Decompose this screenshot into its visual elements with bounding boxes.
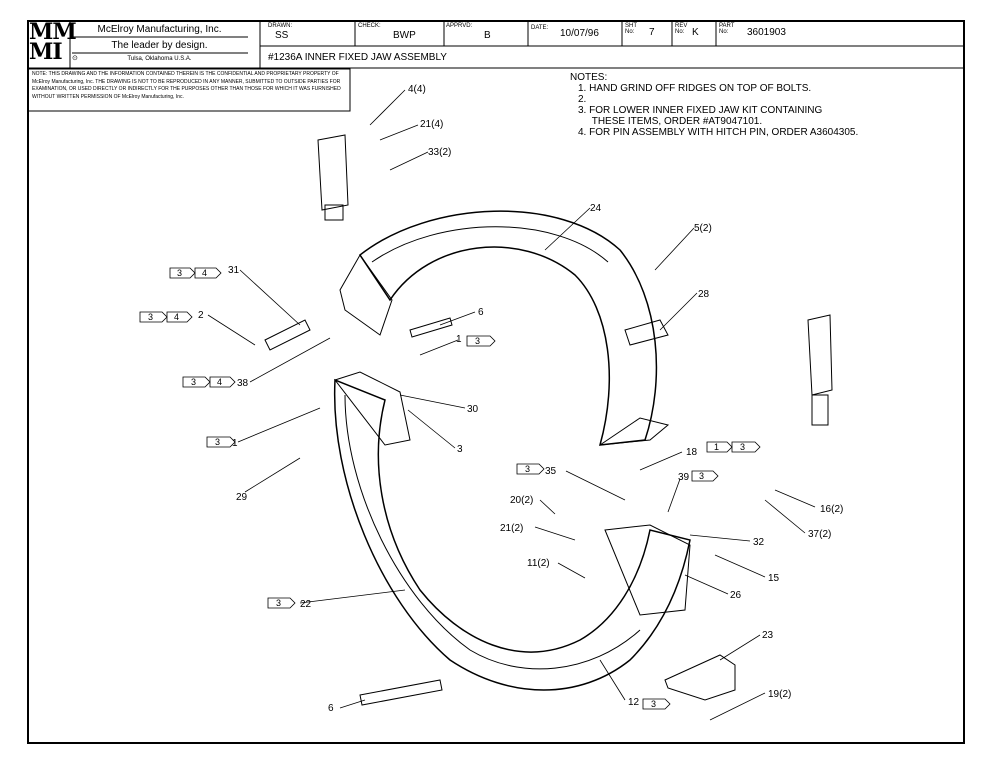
callout-item-23: 23 [762, 630, 774, 641]
company-name: McElroy Manufacturing, Inc. [97, 24, 222, 35]
part-label: PART No: [719, 23, 735, 35]
callout-item-21-lower: 21(2) [500, 523, 523, 534]
lower-jaw-end-block [604, 524, 691, 616]
rev-label: REV No: [675, 23, 688, 35]
lower-jaw-hinge-block [334, 371, 411, 446]
company-logo: MM MI [29, 19, 77, 66]
callout-item-5: 5(2) [694, 223, 712, 234]
note-flag-3: 3 [699, 471, 704, 481]
drawn-label: DRAWN: [268, 23, 293, 29]
note-flag-3: 3 [651, 699, 656, 709]
company-tagline: The leader by design. [111, 40, 208, 51]
logo-line-2: MI [29, 39, 63, 65]
date-value: 10/07/96 [560, 28, 599, 39]
callout-item-12: 12 [628, 697, 640, 708]
callout-item-19: 19(2) [768, 689, 791, 700]
apprvd-label: APPRVD: [446, 23, 473, 29]
note-flag-3: 3 [148, 312, 153, 322]
callout-item-20: 20(2) [510, 495, 533, 506]
callout-item-1-lower: 1 [232, 438, 238, 449]
note-flag-4: 4 [174, 312, 179, 322]
notes-block: NOTES: 1. HAND GRIND OFF RIDGES ON TOP O… [570, 72, 858, 138]
apprvd-value: B [484, 30, 491, 41]
note-flag-3: 3 [276, 598, 281, 608]
callout-item-24: 24 [590, 203, 602, 214]
callout-item-1-upper: 1 [456, 334, 462, 345]
bolt-6-upper [409, 317, 453, 338]
date-label: DATE: [531, 25, 549, 31]
lower-jaw-arc [333, 378, 691, 691]
callout-item-3: 3 [457, 444, 463, 455]
note-flag-4: 4 [217, 377, 222, 387]
note-flag-3: 3 [740, 442, 745, 452]
note-flags [139, 267, 761, 710]
callout-item-39: 39 [678, 472, 690, 483]
bracket-28 [624, 319, 669, 346]
cylinder-body-left [317, 134, 349, 211]
callout-item-29: 29 [236, 492, 248, 503]
upper-jaw-end-block [339, 254, 393, 336]
note-flag-1: 1 [714, 442, 719, 452]
note-item-3-cont: THESE ITEMS, ORDER #AT9047101. [578, 116, 763, 127]
note-flag-4: 4 [202, 268, 207, 278]
note-item-4: 4. FOR PIN ASSEMBLY WITH HITCH PIN, ORDE… [578, 127, 859, 138]
drawn-value: SS [275, 30, 289, 41]
callout-item-4: 4(4) [408, 84, 426, 95]
callout-item-35: 35 [545, 466, 557, 477]
callout-item-31: 31 [228, 265, 240, 276]
callout-item-2: 2 [198, 310, 204, 321]
cylinder-rod-end [324, 204, 344, 221]
callout-item-15: 15 [768, 573, 780, 584]
logo-line-1: MM [29, 19, 77, 45]
assembly-title: #1236A INNER FIXED JAW ASSEMBLY [268, 52, 447, 63]
lower-jaw-inner-edge [344, 394, 641, 670]
upper-jaw-arc [358, 210, 658, 446]
callout-item-38: 38 [237, 378, 249, 389]
leader-lines [207, 89, 816, 721]
note-flag-3: 3 [215, 437, 220, 447]
check-label: CHECK: [358, 23, 381, 29]
cylinder-rod-right [811, 394, 829, 426]
callout-item-6-lower: 6 [328, 703, 334, 714]
callout-item-28: 28 [698, 289, 710, 300]
callout-item-32: 32 [753, 537, 765, 548]
upper-jaw-inner-edge [371, 226, 609, 263]
callout-item-33: 33(2) [428, 147, 451, 158]
note-flag-3: 3 [525, 464, 530, 474]
cylinder-body-right [807, 314, 833, 396]
note-item-3: 3. FOR LOWER INNER FIXED JAW KIT CONTAIN… [578, 105, 823, 116]
sht-label: SHT No: [625, 23, 637, 35]
confidentiality-note: NOTE: THIS DRAWING AND THE INFORMATION C… [32, 71, 341, 100]
callout-item-18: 18 [686, 447, 698, 458]
callout-item-37: 37(2) [808, 529, 831, 540]
note-flag-3: 3 [177, 268, 182, 278]
company-location: Tulsa, Oklahoma U.S.A. [127, 56, 192, 62]
upper-jaw-end-lug [599, 417, 670, 446]
callout-item-26: 26 [730, 590, 742, 601]
callout-item-22: 22 [300, 599, 312, 610]
pin-31 [264, 319, 311, 351]
notes-header: NOTES: [570, 72, 608, 83]
drawing-frame [27, 20, 965, 744]
note-flag-3: 3 [191, 377, 196, 387]
check-value: BWP [393, 30, 416, 41]
plate-23 [664, 654, 736, 701]
callout-item-16: 16(2) [820, 504, 843, 515]
bolt-6-lower [359, 679, 443, 706]
rev-value: K [692, 27, 699, 38]
registered-mark-icon: ⊙ [72, 55, 78, 62]
callout-item-11: 11(2) [527, 558, 550, 569]
disclaimer-box [27, 68, 351, 112]
part-value: 3601903 [747, 27, 786, 38]
callout-item-21-top: 21(4) [420, 119, 443, 130]
note-item-2: 2. [578, 94, 587, 105]
sht-value: 7 [649, 27, 655, 38]
note-flag-3: 3 [475, 336, 480, 346]
note-item-1: 1. HAND GRIND OFF RIDGES ON TOP OF BOLTS… [578, 83, 812, 94]
callout-item-6-upper: 6 [478, 307, 484, 318]
callout-item-30: 30 [467, 404, 479, 415]
